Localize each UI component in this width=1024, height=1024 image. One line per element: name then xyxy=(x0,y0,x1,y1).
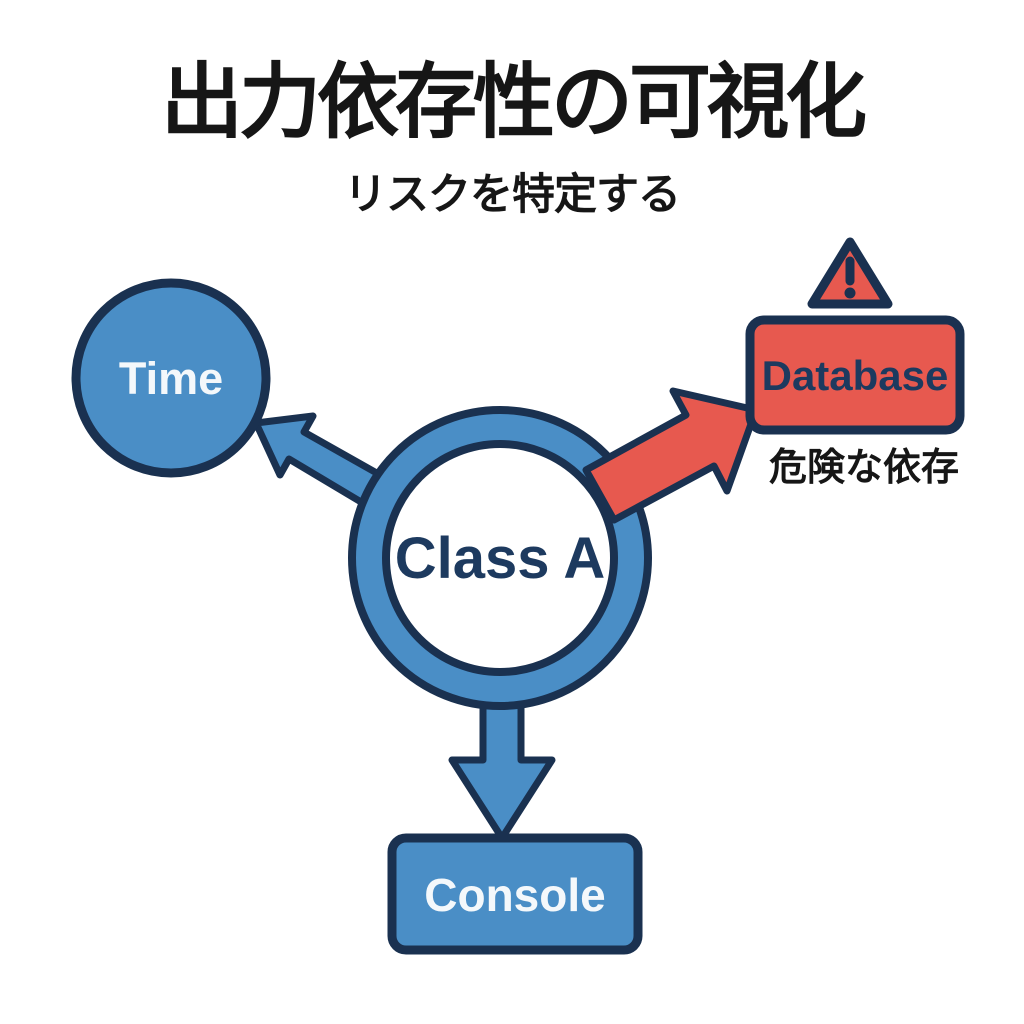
page-subtitle: リスクを特定する xyxy=(344,171,681,219)
warning-triangle-icon xyxy=(807,237,893,309)
arrow-to-database xyxy=(582,387,760,524)
console-label: Console xyxy=(424,869,605,921)
database-box xyxy=(745,315,965,435)
danger-caption: 危険な依存 xyxy=(769,447,959,489)
time-circle xyxy=(71,278,271,478)
console-box xyxy=(387,833,643,955)
warning-exclamation-dot xyxy=(844,287,856,299)
class-a-node: Class A xyxy=(348,406,652,710)
database-label: Database xyxy=(762,352,949,399)
database-node: Database 危険な依存 xyxy=(745,315,965,489)
class-a-ring-inner xyxy=(382,440,618,676)
console-node: Console xyxy=(387,833,643,955)
time-label: Time xyxy=(119,353,223,404)
page-title: 出力依存性の可視化 xyxy=(160,57,867,148)
time-node: Time xyxy=(71,278,271,478)
class-a-label: Class A xyxy=(395,526,606,591)
